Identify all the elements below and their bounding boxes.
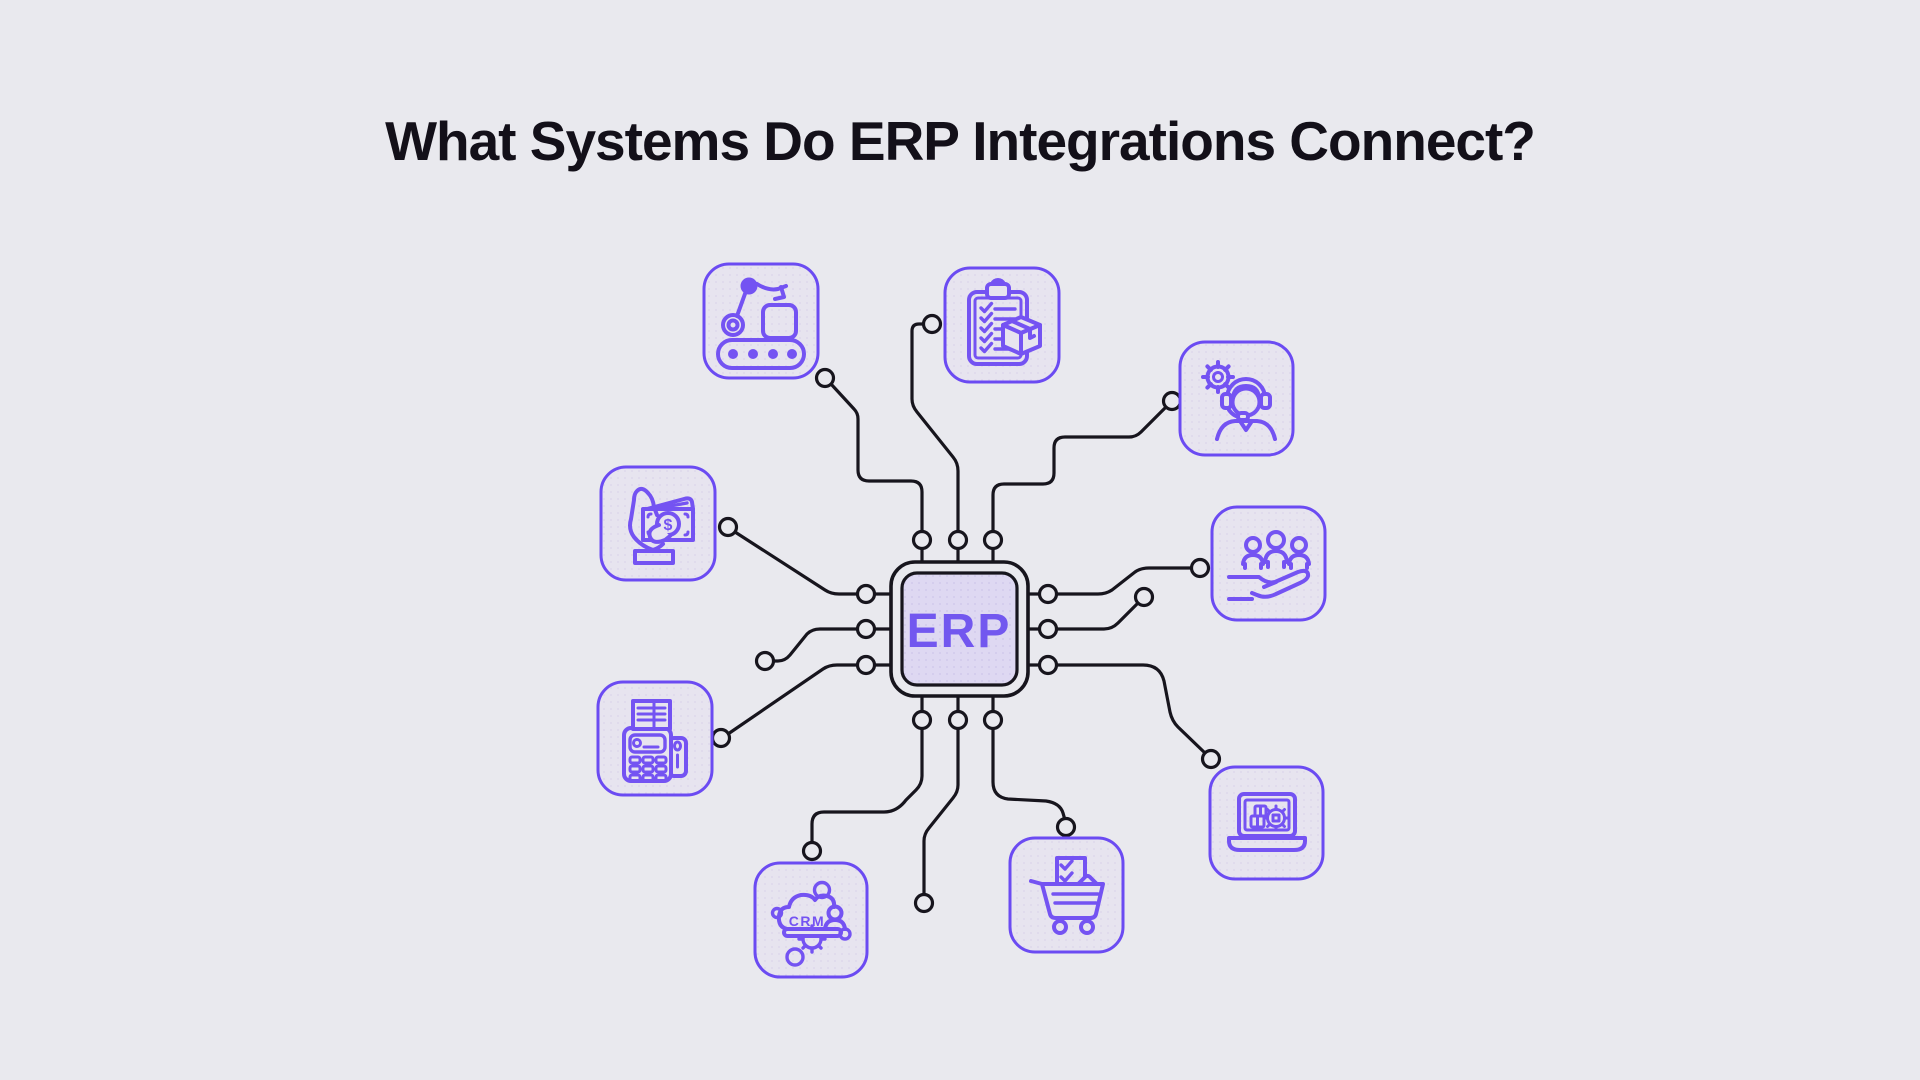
erp-chip: ERP (889, 560, 1030, 698)
shopping-cart-checklist-icon (1029, 856, 1105, 935)
node-ecommerce-platform (1208, 765, 1325, 881)
endpoint-dot-stub-right (1133, 586, 1155, 608)
connector-line-manufacturing (829, 382, 924, 542)
endpoint-dot-point-of-sale (710, 727, 732, 749)
endpoint-dot-ecommerce (1200, 748, 1222, 770)
connector-line-procurement (991, 718, 1067, 822)
connector-line-crm (810, 718, 924, 846)
crm-cloud-label: CRM (789, 913, 825, 929)
connector-line-human-resources (1046, 566, 1196, 596)
connector-line-inventory (910, 322, 960, 542)
connector-line-stub-bottom (922, 718, 960, 898)
circuit-traces (726, 322, 1207, 898)
connector-line-stub-left (769, 627, 868, 663)
robot-arm-conveyor-icon (716, 277, 806, 370)
node-crm (753, 861, 869, 979)
erp-chip-label: ERP (907, 605, 1012, 658)
endpoint-dot-finance (717, 516, 739, 538)
hand-holding-money-icon: $ (628, 486, 695, 565)
connector-line-customer-support (991, 405, 1168, 542)
connector-line-point-of-sale (726, 663, 868, 736)
connector-line-ecommerce (1046, 663, 1207, 755)
endpoint-dot-crm (801, 840, 823, 862)
endpoint-dot-stub-bottom (913, 892, 935, 914)
endpoint-dot-customer-support (1161, 390, 1183, 412)
clipboard-checklist-package-icon (967, 278, 1042, 366)
endpoint-dot-human-resources (1189, 557, 1211, 579)
support-agent-headset-gear-icon (1201, 360, 1277, 441)
connector-dots (710, 313, 1222, 914)
chip-pins (873, 547, 1042, 713)
crm-cloud-icon: CRM (770, 880, 852, 967)
pos-terminal-receipt-icon (622, 699, 688, 783)
people-in-hand-icon (1227, 530, 1311, 601)
page-title: What Systems Do ERP Integrations Connect… (385, 110, 1535, 172)
dollar-sign-glyph: $ (664, 517, 673, 534)
endpoint-dot-manufacturing (814, 367, 836, 389)
connector-line-finance (733, 530, 868, 596)
endpoint-dot-stub-left (754, 650, 776, 672)
connector-line-stub-right (1046, 601, 1140, 631)
laptop-packages-gear-icon (1227, 792, 1307, 852)
endpoint-dot-procurement (1055, 816, 1077, 838)
endpoint-dot-inventory (921, 313, 943, 335)
